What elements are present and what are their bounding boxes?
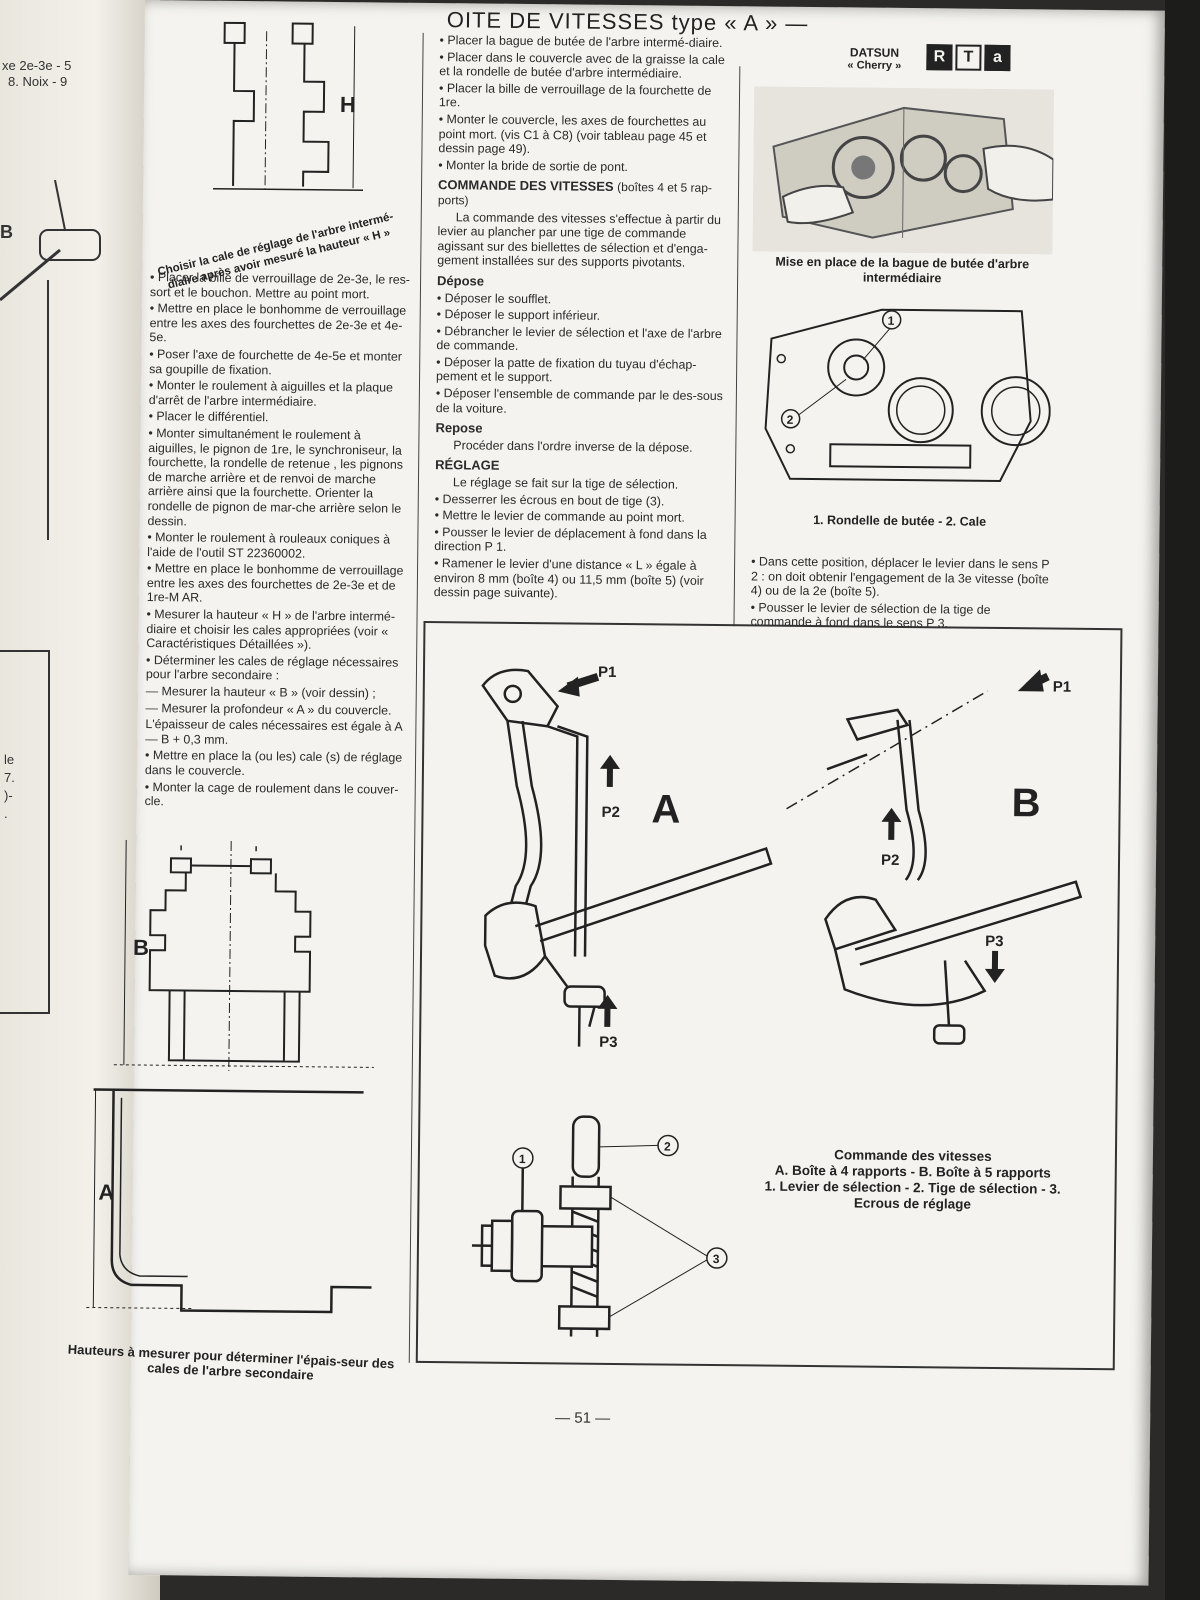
paragraph: Placer le différentiel. bbox=[149, 409, 411, 426]
column-divider bbox=[733, 66, 741, 627]
callout-n2: 2 bbox=[664, 1139, 671, 1153]
label-h: H bbox=[340, 92, 356, 117]
paragraph: Procéder dans l'ordre inverse de la dépo… bbox=[453, 438, 693, 455]
paragraph: La commande des vitesses s'effectue à pa… bbox=[437, 209, 722, 270]
section-title: OITE DE VITESSES type « A » — bbox=[446, 7, 809, 36]
brand-name: DATSUN bbox=[849, 45, 900, 60]
label-b: B bbox=[1011, 781, 1040, 825]
left-page-fragment: )- bbox=[4, 788, 13, 803]
paragraph: Déterminer les cales de réglage nécessai… bbox=[146, 653, 408, 685]
background-edge bbox=[1165, 0, 1200, 1600]
paragraph: Mettre en place la (ou les) cale (s) de … bbox=[145, 748, 407, 780]
arrow-p1-b bbox=[1017, 669, 1044, 692]
heading-text: COMMANDE DES VITESSES bbox=[438, 177, 614, 195]
callout-1: 1 bbox=[888, 314, 895, 328]
label-p1-b: P1 bbox=[1053, 679, 1072, 696]
paragraph: Dans cette position, déplacer le levier … bbox=[751, 554, 1051, 601]
previous-page-edge: xe 2e-3e - 5 8. Noix - 9 B le 7. )- . bbox=[0, 0, 160, 1600]
callout-n3: 3 bbox=[713, 1252, 720, 1266]
thrust-washer-figure: 1 2 bbox=[764, 308, 1051, 482]
arrow-p3-b bbox=[984, 968, 1005, 983]
depose-heading: Dépose bbox=[437, 272, 485, 289]
model-name: « Cherry » bbox=[847, 59, 902, 72]
left-page-fragment: xe 2e-3e - 5 bbox=[2, 58, 72, 73]
secondary-shaft-figure: B A bbox=[86, 839, 374, 1314]
paragraph: Déposer l'ensemble de commande par le de… bbox=[436, 386, 728, 418]
manual-page: OITE DE VITESSES type « A » — DATSUN « C… bbox=[67, 0, 1165, 1586]
paragraph: Monter la cage de roulement dans le couv… bbox=[145, 780, 407, 812]
paragraph: Placer la bille de verrouillage de 2e-3e… bbox=[150, 270, 412, 302]
photo-caption: Mise en place de la bague de butée d'arb… bbox=[775, 254, 1030, 286]
gear-shift-caption: Commande des vitesses A. Boîte à 4 rappo… bbox=[732, 1146, 1093, 1214]
paragraph: Déposer la patte de fixation du tuyau d'… bbox=[436, 355, 728, 387]
brand-block: DATSUN « Cherry » bbox=[834, 45, 914, 72]
paragraph: Monter la bride de sortie de pont. bbox=[438, 158, 730, 176]
paragraph: Déposer le soufflet. bbox=[437, 291, 729, 309]
paragraph: — Mesurer la hauteur « B » (voir dessin)… bbox=[145, 684, 376, 701]
left-page-fragment: B bbox=[0, 222, 13, 242]
paragraph: L'épaisseur de cales nécessaires est éga… bbox=[145, 717, 403, 747]
gearbox-photo bbox=[752, 86, 1055, 255]
left-page-frame bbox=[0, 650, 50, 1014]
paragraph: Ramener le levier d'une distance « L » é… bbox=[434, 556, 726, 603]
shaft-height-figure: H bbox=[213, 21, 364, 192]
mechanism-a bbox=[481, 668, 773, 1047]
paragraph: Poser l'axe de fourchette de 4e-5e et mo… bbox=[149, 347, 411, 379]
logo-letter: R bbox=[926, 44, 953, 71]
paragraph: Déposer le support inférieur. bbox=[437, 307, 729, 325]
arrow-p2-a bbox=[599, 754, 620, 770]
paragraph: Pousser le levier de déplacement à fond … bbox=[434, 525, 726, 557]
left-page-fragment: 8. Noix - 9 bbox=[8, 74, 68, 89]
paragraph: — Mesurer la profondeur « A » du couverc… bbox=[145, 700, 392, 718]
gear-shift-figure: P1 P2 P3 A P1 P2 P3 B bbox=[471, 664, 1083, 1337]
paragraph: Le réglage se fait sur la tige de sélect… bbox=[452, 475, 679, 492]
page-number: — 51 — bbox=[555, 1409, 611, 1427]
mechanism-b bbox=[786, 690, 1083, 1045]
paragraph: Mettre le levier de commande au point mo… bbox=[435, 508, 727, 526]
middle-column-text: Placer la bague de butée de l'arbre inte… bbox=[434, 33, 732, 605]
right-column-text: Dans cette position, déplacer le levier … bbox=[750, 554, 1051, 634]
paragraph: Débrancher le levier de sélection et l'a… bbox=[436, 324, 728, 356]
repose-heading: Repose bbox=[435, 420, 483, 436]
left-page-fragment: . bbox=[4, 806, 8, 821]
arrow-p1-a bbox=[557, 676, 580, 697]
callout-2: 2 bbox=[787, 413, 794, 427]
callout-n1: 1 bbox=[519, 1152, 526, 1166]
label-p2-a: P2 bbox=[601, 804, 620, 821]
left-page-fragment: 7. bbox=[4, 770, 15, 785]
arrow-p2-b bbox=[881, 807, 902, 822]
paragraph: Mettre en place le bonhomme de verrouill… bbox=[149, 301, 411, 348]
paragraph: Placer dans le couvercle avec de la grai… bbox=[439, 50, 731, 82]
paragraph: Mettre en place le bonhomme de verrouill… bbox=[147, 561, 409, 608]
label-a: A bbox=[98, 1180, 114, 1205]
paragraph: Placer la bague de butée de l'arbre inte… bbox=[440, 33, 732, 51]
left-page-drawing bbox=[0, 180, 101, 540]
left-column-text: Placer la bille de verrouillage de 2e-3e… bbox=[145, 270, 413, 813]
paragraph: Monter simultanément le roulement à aigu… bbox=[147, 426, 410, 531]
commande-heading: COMMANDE DES VITESSES (boîtes 4 et 5 rap… bbox=[438, 177, 730, 210]
paragraph: Placer la bille de verrouillage de la fo… bbox=[439, 81, 731, 113]
arrow-p3-a bbox=[597, 994, 618, 1010]
logo-letter: T bbox=[955, 44, 982, 71]
paragraph: Desserrer les écrous en bout de tige (3)… bbox=[435, 492, 727, 510]
label-p2-b: P2 bbox=[881, 852, 900, 869]
logo-letter: a bbox=[984, 44, 1011, 72]
thrust-washer-caption: 1. Rondelle de butée - 2. Cale bbox=[813, 513, 987, 529]
rta-logo: R T a bbox=[926, 44, 1011, 72]
paragraph: Monter le roulement à aiguilles et la pl… bbox=[149, 378, 411, 410]
paragraph: Monter le couvercle, les axes de fourche… bbox=[438, 112, 730, 159]
paragraph: Mesurer la hauteur « H » de l'arbre inte… bbox=[146, 607, 408, 654]
label-p3-a: P3 bbox=[599, 1034, 618, 1051]
adjusting-nut-detail bbox=[471, 1115, 612, 1337]
reglage-heading: RÉGLAGE bbox=[435, 457, 500, 474]
paragraph: Monter le roulement à rouleaux coniques … bbox=[147, 530, 409, 562]
label-p3-b: P3 bbox=[985, 933, 1004, 950]
left-page-fragment: le bbox=[4, 752, 15, 767]
label-p1-a: P1 bbox=[598, 664, 617, 681]
label-a: A bbox=[651, 787, 680, 831]
label-b: B bbox=[133, 935, 149, 960]
